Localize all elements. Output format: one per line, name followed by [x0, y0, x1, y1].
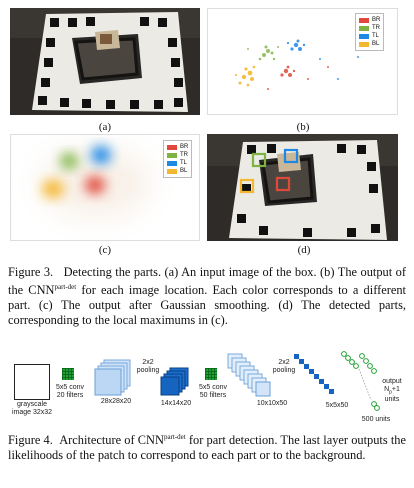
legend-b-br: BR	[359, 16, 380, 24]
legend-swatch	[167, 168, 177, 174]
legend-c-tl: TL	[167, 159, 188, 167]
legend-label: TR	[180, 152, 188, 158]
figure3-sup: part-det	[54, 283, 77, 291]
label-c: (c)	[98, 244, 112, 256]
panel-b-dots	[234, 39, 359, 90]
pool2-label: 2x2 pooling	[272, 359, 296, 374]
conv1-label: 5x5 conv 20 filters	[55, 384, 85, 399]
output-label-line1: output	[382, 378, 402, 385]
legend-swatch	[359, 41, 369, 47]
output-label-line2: Np+1	[374, 386, 410, 396]
fmap4-label: 5x5x50	[325, 402, 349, 409]
panel-d-photo-render	[207, 134, 398, 241]
panel-c-blobs	[41, 146, 151, 218]
legend-label: BR	[372, 17, 381, 23]
figure4-sup: part-det	[163, 433, 186, 441]
legend-b-tl: TL	[359, 32, 380, 40]
pool1-label: 2x2 pooling	[136, 359, 160, 374]
legend-label: BR	[180, 144, 189, 150]
fmap2-label: 14x14x20	[160, 400, 192, 407]
figure3-label: Figure 3.	[8, 265, 54, 279]
legend-b-bl: BL	[359, 40, 380, 48]
legend-label: TL	[372, 33, 380, 39]
legend-swatch	[167, 152, 177, 158]
figure4-text-a: Architecture of CNN	[59, 433, 164, 448]
legend-c-br: BR	[167, 143, 188, 151]
panel-c-smoothed	[10, 134, 200, 241]
output-plus: +1	[391, 386, 400, 393]
figure4-label: Figure 4.	[8, 433, 53, 448]
output-n: N	[384, 386, 390, 393]
fmap4-stack	[294, 354, 334, 394]
legend-b-tr: TR	[359, 24, 380, 32]
fmap3-label: 10x10x50	[256, 400, 288, 407]
fc-label: 500 units	[361, 416, 391, 423]
figure3-caption: Figure 3. Detecting the parts. (a) An in…	[8, 265, 406, 328]
output-label: output Np+1 units	[374, 378, 410, 404]
conv2-label: 5x5 conv 50 filters	[198, 384, 228, 399]
panel-a-photo-render	[10, 8, 200, 115]
fc-units	[341, 351, 380, 411]
legend-label: TR	[372, 25, 380, 31]
legend-swatch	[359, 17, 369, 23]
output-units	[359, 353, 377, 374]
label-b: (b)	[296, 121, 310, 133]
input-label: grayscale image 32x32	[11, 401, 53, 416]
legend-label: TL	[180, 160, 188, 166]
figure4-text-b: for part detection. The last layer outpu…	[8, 433, 406, 463]
output-label-line3: units	[384, 396, 400, 404]
panel-a-input-photo	[10, 8, 200, 115]
figure3-text-b: for each image location. Each color corr…	[8, 283, 406, 328]
legend-swatch	[167, 144, 177, 150]
legend-b: BR TR TL BL	[355, 13, 385, 51]
legend-swatch	[359, 33, 369, 39]
legend-c-bl: BL	[167, 167, 188, 175]
legend-c-tr: TR	[167, 151, 188, 159]
input-image-box	[14, 364, 50, 400]
panel-d-detections	[207, 134, 398, 241]
figure3-caption-text: Figure 3. Detecting the parts. (a) An in…	[8, 265, 406, 328]
conv1-kernel	[62, 368, 74, 380]
legend-label: BL	[372, 41, 380, 47]
figure4-caption: Figure 4. Architecture of CNNpart-det fo…	[8, 430, 406, 463]
legend-swatch	[359, 25, 369, 31]
figure3-text-a: Detecting the parts. (a) An input image …	[8, 265, 406, 298]
legend-c: BR TR TL BL	[163, 140, 193, 178]
fmap2-stack	[160, 367, 189, 396]
label-a: (a)	[98, 121, 112, 133]
fmap1-label: 28x28x20	[100, 398, 132, 405]
conv2-kernel	[205, 368, 217, 380]
fmap1-stack	[94, 359, 131, 396]
legend-label: BL	[180, 168, 188, 174]
label-d: (d)	[297, 244, 311, 256]
figure4-caption-text: Figure 4. Architecture of CNNpart-det fo…	[8, 430, 406, 463]
legend-swatch	[167, 160, 177, 166]
architecture-diagram: grayscale image 32x32 5x5 conv 20 filter…	[0, 350, 414, 428]
fmap3-stack	[227, 353, 271, 397]
output-n-sub: p	[389, 389, 392, 396]
